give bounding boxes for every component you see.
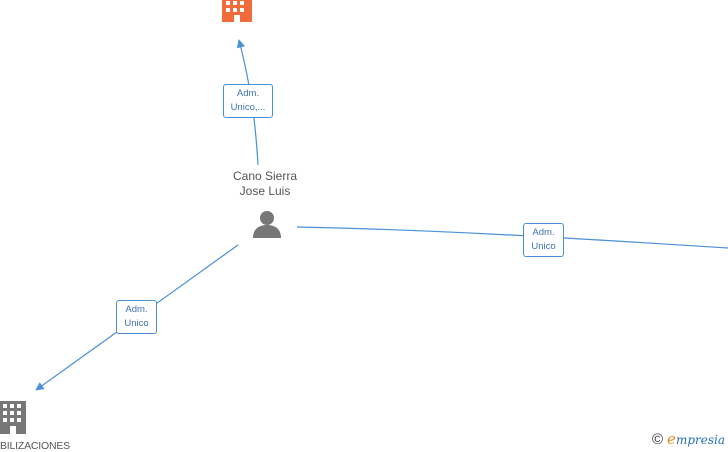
- edge-label-line1: Adm.: [532, 227, 555, 238]
- person-name-line2: Jose Luis: [239, 184, 291, 198]
- edge-label-line2: Unico: [124, 318, 149, 329]
- edge-right: [296, 226, 728, 249]
- building-icon[interactable]: [222, 0, 252, 22]
- building-icon[interactable]: [0, 401, 26, 434]
- brand-watermark: © empresia: [652, 430, 725, 448]
- edge-label-top: Adm. Unico,...: [223, 84, 273, 118]
- company-label-bottom-left[interactable]: BILIZACIONES: [0, 440, 70, 452]
- edge-label-right: Adm. Unico: [523, 223, 564, 257]
- edge-label-line1: Adm.: [125, 304, 148, 315]
- edge-label-bottom-left: Adm. Unico: [116, 300, 157, 334]
- copyright-symbol: ©: [651, 430, 664, 448]
- person-name-label[interactable]: Cano Sierra Jose Luis: [215, 169, 315, 199]
- brand-initial: e: [667, 430, 676, 448]
- brand-rest: mpresia: [675, 433, 725, 447]
- person-icon[interactable]: [253, 211, 281, 238]
- edge-label-line1: Adm.: [236, 88, 260, 99]
- person-name-line1: Cano Sierra: [232, 169, 298, 183]
- edge-label-line2: Unico: [531, 241, 556, 252]
- edge-label-line2: Unico,...: [230, 102, 266, 113]
- brand-name: empresia: [667, 430, 725, 448]
